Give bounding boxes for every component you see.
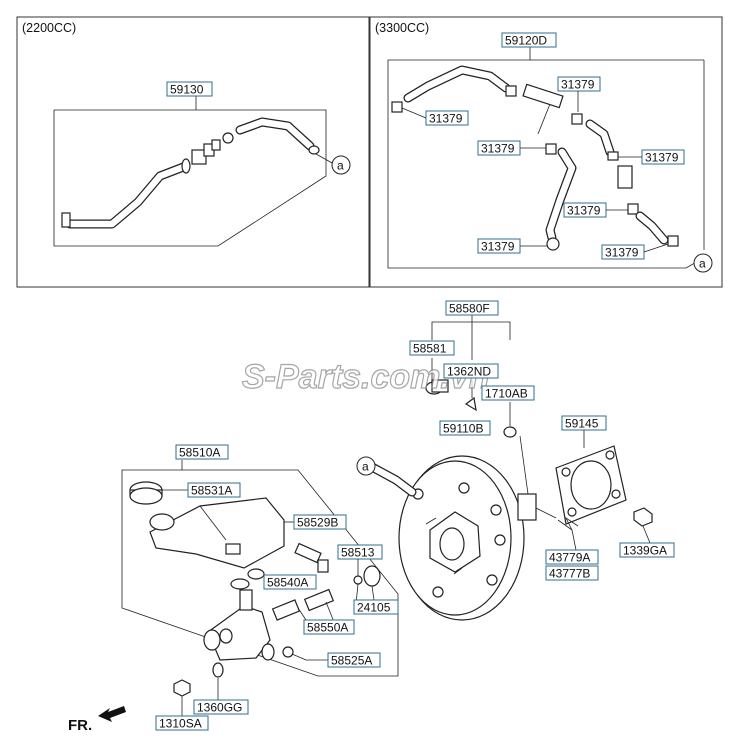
nut-1310sa	[173, 679, 191, 697]
svg-text:1360GG: 1360GG	[197, 701, 242, 715]
panel-3300cc	[369, 16, 723, 288]
svg-text:59120D: 59120D	[505, 34, 547, 48]
booster-gasket	[555, 445, 627, 525]
label-58550A	[303, 619, 355, 635]
o-ring-58513	[353, 575, 363, 585]
vacuum-hose-3300-group	[387, 47, 705, 269]
label-59130	[166, 81, 213, 97]
label-58529B	[293, 514, 347, 530]
callout-a-right	[693, 253, 713, 273]
label-58531A	[187, 482, 241, 498]
svg-text:1362ND: 1362ND	[447, 365, 491, 379]
svg-text:59130: 59130	[170, 83, 204, 97]
bolt-58525a	[282, 646, 307, 661]
callout-a-booster-text: a	[362, 460, 369, 474]
label-1362ND	[443, 363, 499, 379]
label-43777B	[545, 565, 599, 581]
label-1310SA	[155, 715, 209, 731]
svg-text:31379: 31379	[481, 142, 515, 156]
piston-seals	[271, 588, 335, 621]
master-cylinder-frame	[121, 460, 399, 677]
seal-24105	[363, 565, 381, 587]
reservoir-seal	[294, 542, 322, 564]
svg-text:58513: 58513	[341, 546, 375, 560]
panel-3300cc-title: (3300CC)	[375, 21, 429, 35]
svg-text:43777B: 43777B	[549, 567, 590, 581]
svg-text:1710AB: 1710AB	[485, 387, 528, 401]
label-1339GA	[619, 542, 675, 558]
label-43779A	[545, 549, 599, 565]
svg-text:43779A: 43779A	[549, 551, 590, 565]
reservoir-cap	[129, 481, 163, 505]
svg-text:59145: 59145	[565, 417, 599, 431]
label-58525A	[327, 652, 381, 668]
front-arrow-icon	[98, 706, 126, 722]
svg-text:58581: 58581	[413, 342, 447, 356]
label-24105	[353, 599, 399, 615]
label-1360GG	[193, 699, 249, 715]
svg-text:1310SA: 1310SA	[159, 717, 202, 731]
svg-text:31379: 31379	[481, 240, 515, 254]
check-valve-group	[425, 315, 529, 495]
svg-text:58580F: 58580F	[449, 302, 490, 316]
callout-a-left-text: a	[337, 159, 344, 173]
master-cylinder	[203, 568, 275, 661]
svg-text:58529B: 58529B	[297, 516, 338, 530]
panel-2200cc	[16, 16, 370, 288]
svg-text:58510A: 58510A	[179, 446, 220, 460]
svg-text:24105: 24105	[357, 601, 391, 615]
svg-text:59110B: 59110B	[443, 422, 483, 436]
svg-text:31379: 31379	[605, 246, 639, 260]
reservoir	[149, 497, 285, 569]
brake-booster	[398, 455, 557, 621]
clevis-clip	[557, 516, 579, 531]
label-1710AB	[481, 385, 535, 401]
label-59110B	[439, 420, 491, 436]
callout-a-booster	[356, 456, 376, 476]
washer-1360gg	[212, 662, 224, 678]
front-direction-label: FR.	[68, 717, 92, 734]
callout-a-right-text: a	[699, 257, 706, 271]
label-58513	[337, 544, 383, 560]
svg-text:58531A: 58531A	[191, 484, 232, 498]
svg-text:31379: 31379	[645, 151, 679, 165]
svg-text:1339GA: 1339GA	[623, 544, 667, 558]
svg-text:31379: 31379	[429, 112, 463, 126]
panel-2200cc-title: (2200CC)	[22, 21, 76, 35]
svg-text:58550A: 58550A	[307, 621, 348, 635]
svg-text:31379: 31379	[567, 204, 601, 218]
label-31379-a	[557, 76, 601, 92]
label-58580F	[445, 300, 499, 316]
svg-text:58540A: 58540A	[267, 576, 308, 590]
label-58581	[409, 340, 455, 356]
vacuum-hose-2200-group	[53, 96, 335, 247]
callout-a-left	[331, 155, 351, 175]
nut-1339ga	[633, 507, 653, 527]
label-58540A	[263, 574, 317, 590]
label-59120D	[501, 32, 557, 48]
svg-text:58525A: 58525A	[331, 654, 372, 668]
label-58510A	[175, 444, 229, 460]
svg-text:31379: 31379	[561, 78, 595, 92]
